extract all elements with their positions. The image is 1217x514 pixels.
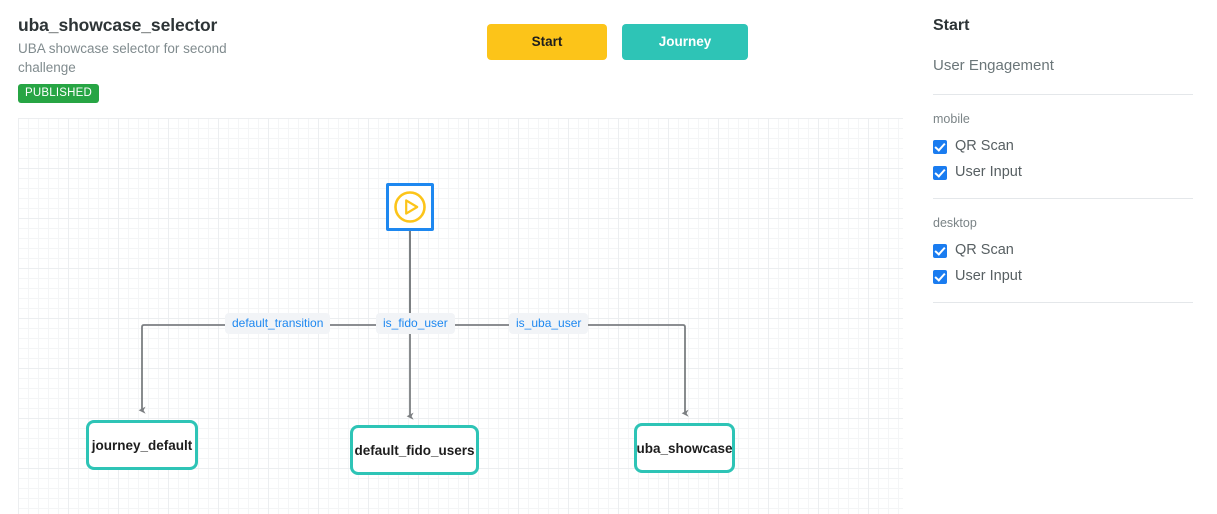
status-badge: PUBLISHED — [18, 84, 99, 103]
node-start[interactable] — [386, 183, 434, 231]
edge-default-transition[interactable] — [138, 209, 411, 414]
flow-header: uba_showcase_selector UBA showcase selec… — [18, 14, 448, 103]
checkbox-row-mobile-user-input[interactable]: User Input — [933, 163, 1193, 182]
option-group-desktop: desktop QR Scan User Input — [933, 215, 1193, 286]
edge-label-default-transition[interactable]: default_transition — [225, 313, 331, 334]
node-uba-showcase[interactable]: uba_showcase — [634, 423, 735, 473]
journey-button[interactable]: Journey — [622, 24, 748, 60]
edge-is-uba-user[interactable] — [409, 209, 689, 417]
checkbox-icon[interactable] — [933, 243, 947, 258]
properties-sidebar: Start User Engagement mobile QR Scan Use… — [918, 0, 1217, 514]
node-label: default_fido_users — [354, 442, 475, 458]
node-default-fido-users[interactable]: default_fido_users — [350, 425, 479, 475]
sidebar-divider — [933, 302, 1193, 303]
flow-description: UBA showcase selector for second challen… — [18, 41, 227, 75]
checkbox-label: User Input — [955, 268, 1022, 284]
node-label: uba_showcase — [636, 440, 733, 456]
sidebar-divider — [933, 198, 1193, 199]
checkbox-row-desktop-user-input[interactable]: User Input — [933, 267, 1193, 286]
checkbox-label: User Input — [955, 164, 1022, 180]
checkbox-icon[interactable] — [933, 269, 947, 284]
node-journey-default[interactable]: journey_default — [86, 420, 198, 470]
flow-canvas[interactable]: journey_default default_fido_users uba_s… — [18, 118, 903, 514]
group-label-desktop: desktop — [933, 216, 977, 230]
start-button[interactable]: Start — [487, 24, 607, 60]
group-label-mobile: mobile — [933, 112, 970, 126]
edge-label-is-uba-user[interactable]: is_uba_user — [509, 313, 589, 334]
checkbox-label: QR Scan — [955, 138, 1014, 154]
checkbox-row-desktop-qr-scan[interactable]: QR Scan — [933, 241, 1193, 260]
checkbox-icon[interactable] — [933, 165, 947, 180]
main-panel: uba_showcase_selector UBA showcase selec… — [18, 14, 903, 514]
checkbox-row-mobile-qr-scan[interactable]: QR Scan — [933, 137, 1193, 156]
option-group-mobile: mobile QR Scan User Input — [933, 111, 1193, 182]
edge-label-is-fido-user[interactable]: is_fido_user — [376, 313, 455, 334]
flow-toolbar: Start Journey — [487, 24, 748, 60]
sidebar-divider — [933, 94, 1193, 95]
page-title: uba_showcase_selector — [18, 15, 218, 35]
play-icon — [394, 191, 426, 223]
checkbox-label: QR Scan — [955, 242, 1014, 258]
checkbox-icon[interactable] — [933, 139, 947, 154]
node-label: journey_default — [91, 437, 193, 453]
sidebar-title: Start — [933, 17, 970, 34]
sidebar-subtitle: User Engagement — [933, 57, 1054, 74]
